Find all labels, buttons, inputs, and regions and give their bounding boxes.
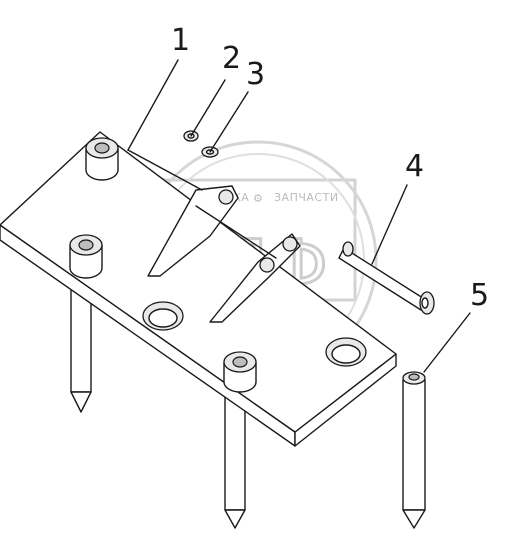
leader-line-4 — [371, 184, 408, 265]
callout-1: 1 — [171, 23, 190, 58]
axle-pin — [338, 241, 435, 315]
callout-4: 4 — [405, 149, 424, 184]
bushing-front — [223, 351, 257, 393]
leader-lines — [127, 59, 471, 373]
guide-pin — [402, 371, 426, 529]
bushing-left — [69, 234, 103, 279]
mounting-plate — [0, 131, 397, 447]
leader-line-1 — [127, 59, 179, 151]
bracket — [147, 185, 301, 323]
callout-2: 2 — [222, 41, 241, 76]
callout-5: 5 — [470, 278, 489, 313]
leader-line-3 — [209, 91, 249, 153]
leader-line-2 — [190, 79, 226, 137]
bushing-back — [85, 137, 119, 181]
leader-line-1-tail — [127, 149, 203, 191]
callout-3: 3 — [246, 57, 265, 92]
gear-icon: ⚙ — [253, 192, 263, 205]
leader-line-5 — [423, 312, 471, 373]
watermark-word-right: ЗАПЧАСТИ — [274, 191, 339, 204]
